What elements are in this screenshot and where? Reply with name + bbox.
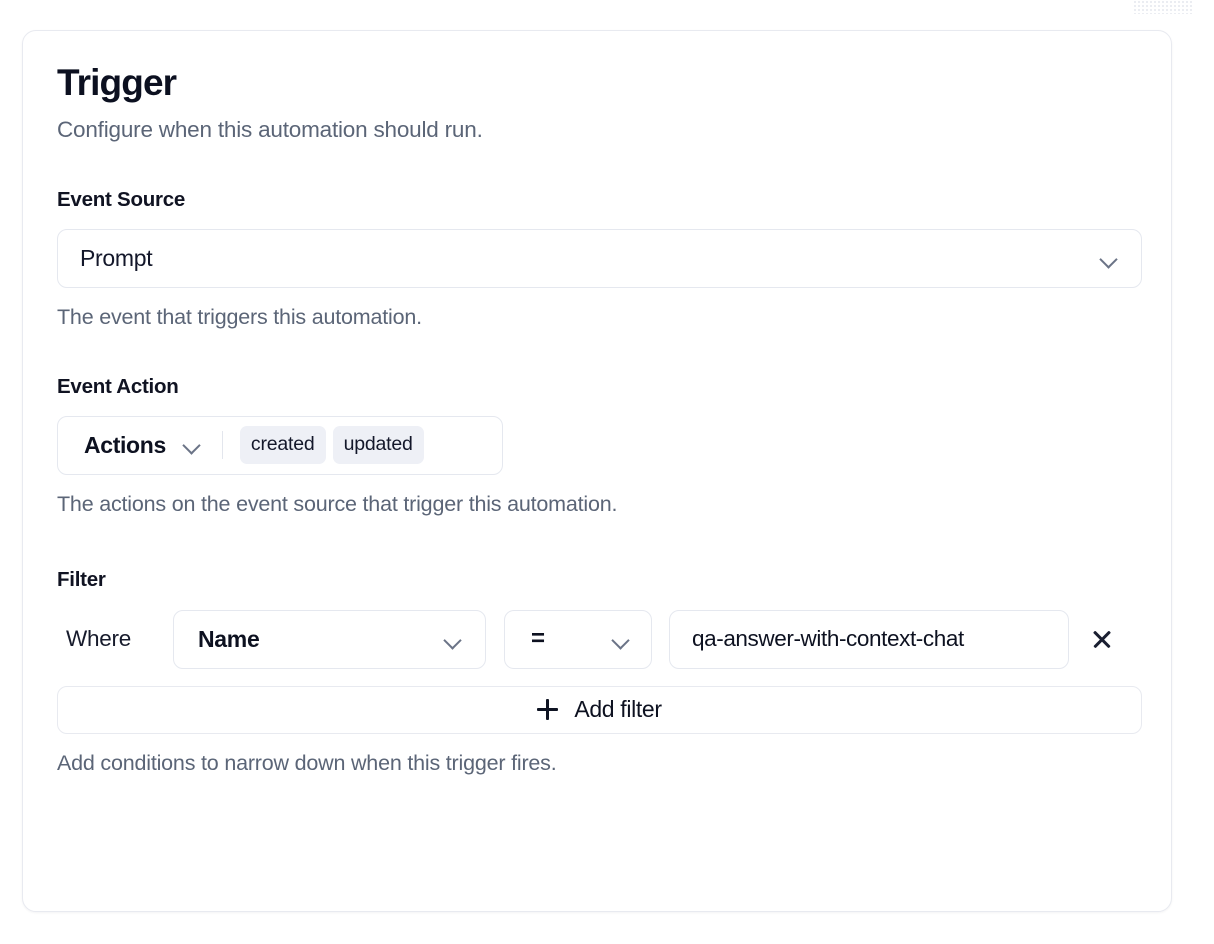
event-source-label: Event Source <box>57 187 186 211</box>
event-source-help: The event that triggers this automation. <box>57 304 422 329</box>
event-action-chip-list: created updated <box>239 426 424 465</box>
event-action-dropdown-trigger[interactable]: Actions <box>84 432 202 459</box>
event-action-help: The actions on the event source that tri… <box>57 491 618 516</box>
filter-operator-select[interactable]: = <box>504 609 652 669</box>
filter-field-select[interactable]: Name <box>173 609 486 669</box>
decorative-dot-artifact <box>1133 0 1193 14</box>
event-action-chip[interactable]: created <box>239 426 326 465</box>
event-action-chip[interactable]: updated <box>332 426 424 465</box>
event-action-group: Event Action Actions created updated The… <box>57 375 1137 517</box>
page-subtitle: Configure when this automation should ru… <box>57 116 483 142</box>
filter-help: Add conditions to narrow down when this … <box>57 750 557 775</box>
close-icon <box>1091 628 1113 650</box>
filter-where-label: Where <box>66 626 132 652</box>
event-source-select[interactable]: Prompt <box>57 228 1142 288</box>
chevron-down-icon <box>182 439 202 451</box>
filter-group: Filter Where Name = Add filter <box>57 567 1142 776</box>
filter-operator-value: = <box>531 625 545 653</box>
add-filter-label: Add filter <box>574 696 662 723</box>
event-action-multiselect[interactable]: Actions created updated <box>57 415 503 475</box>
chevron-down-icon <box>443 634 463 646</box>
event-action-label: Event Action <box>57 374 179 398</box>
remove-filter-button[interactable] <box>1086 623 1118 655</box>
event-source-value: Prompt <box>80 244 153 271</box>
page-title: Trigger <box>57 62 177 103</box>
event-action-trigger-label: Actions <box>84 431 166 458</box>
event-source-group: Event Source Prompt The event that trigg… <box>57 187 1142 330</box>
filter-field-value: Name <box>198 625 260 652</box>
plus-icon <box>537 699 559 721</box>
divider <box>221 431 223 460</box>
filter-row: Where Name = <box>57 609 1137 669</box>
chevron-down-icon <box>611 634 631 646</box>
trigger-card: Trigger Configure when this automation s… <box>22 30 1172 912</box>
add-filter-button[interactable]: Add filter <box>57 685 1142 734</box>
chevron-down-icon <box>1099 253 1119 265</box>
filter-value-input[interactable] <box>669 609 1069 669</box>
filter-label: Filter <box>57 567 106 591</box>
